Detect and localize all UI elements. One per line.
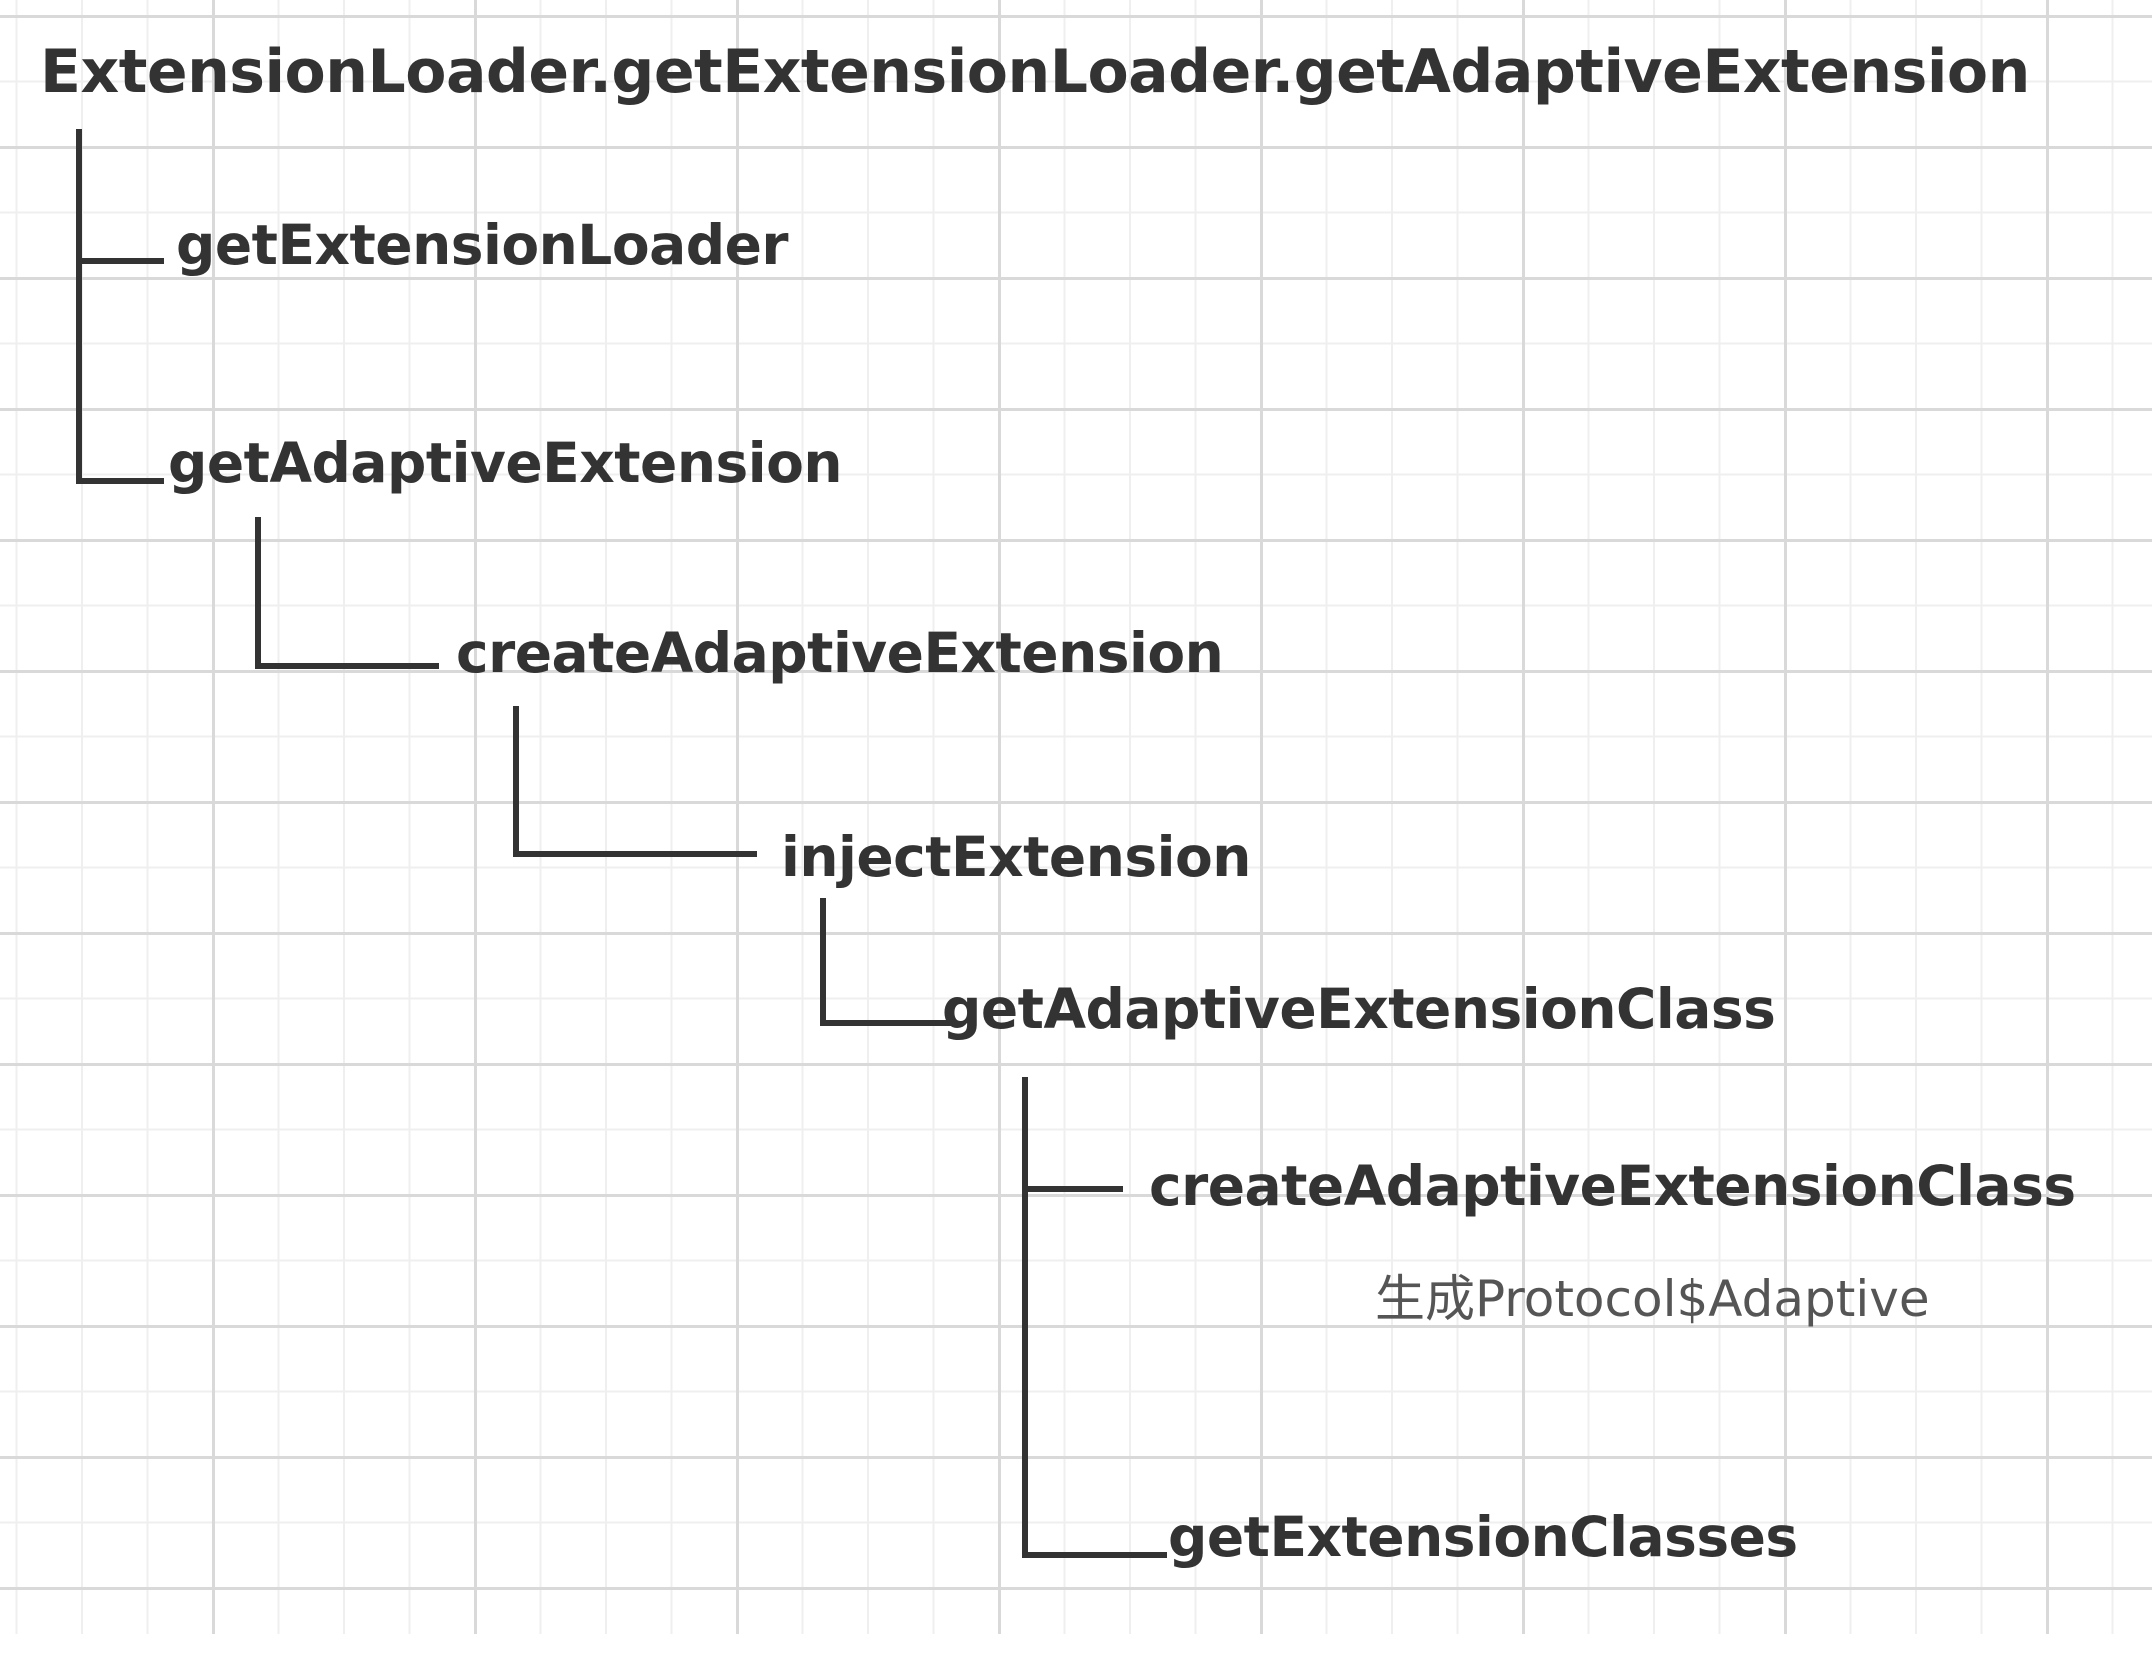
get-adaptive-extension-class-label: getAdaptiveExtensionClass	[942, 977, 1776, 1041]
get-extension-classes-label: getExtensionClasses	[1168, 1505, 1798, 1569]
connector-root-to-get-adaptive-extension	[76, 247, 164, 484]
connector-root-to-get-extension-loader	[76, 129, 164, 264]
get-adaptive-extension-label: getAdaptiveExtension	[168, 431, 843, 495]
inject-extension-label: injectExtension	[781, 825, 1251, 889]
generate-protocol-adaptive-note: 生成Protocol$Adaptive	[1375, 1270, 1930, 1328]
root-call-label: ExtensionLoader.getExtensionLoader.getAd…	[40, 37, 2030, 107]
connector-get-adaptive-extension-class-to-get-extension-classes	[1022, 1177, 1167, 1558]
connector-get-adaptive-extension-class-to-create-adaptive-extension-class	[1022, 1077, 1123, 1192]
get-extension-loader-label: getExtensionLoader	[176, 213, 789, 277]
connector-get-adaptive-extension-to-create-adaptive-extension	[255, 517, 439, 669]
create-adaptive-extension-label: createAdaptiveExtension	[456, 621, 1224, 685]
connector-create-adaptive-extension-to-inject-extension	[513, 706, 757, 857]
create-adaptive-extension-class-label: createAdaptiveExtensionClass	[1149, 1154, 2076, 1218]
connector-inject-extension-to-get-adaptive-extension-class	[820, 898, 951, 1026]
